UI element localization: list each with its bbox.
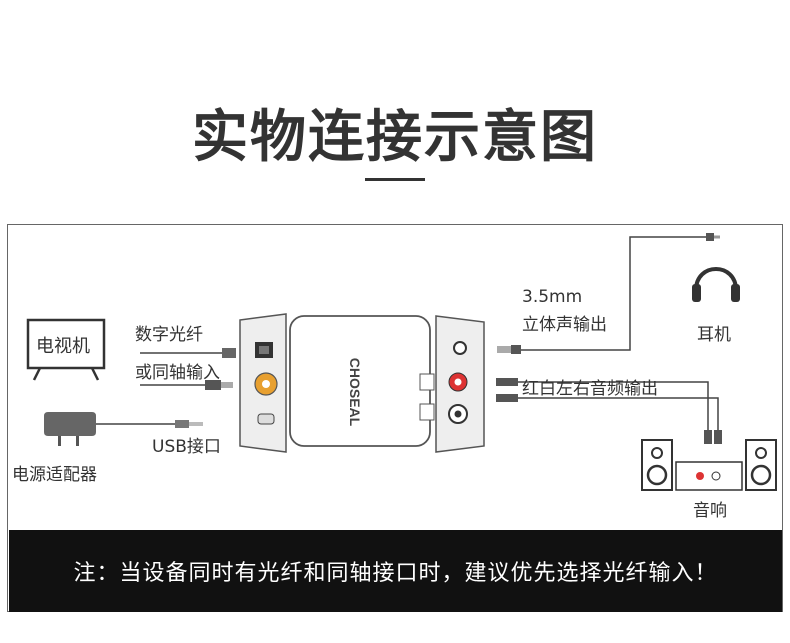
converter-device: CHOSEAL <box>289 315 431 447</box>
power-adapter-icon <box>44 412 203 446</box>
jack-output-label-line2: 立体声输出 <box>522 315 607 335</box>
input-cables <box>140 348 236 390</box>
input-panel <box>239 313 287 453</box>
rca-cables <box>496 378 722 444</box>
title-underline <box>365 178 425 181</box>
optical-input-label: 数字光纤 <box>135 325 203 345</box>
footer-note: 注：当设备同时有光纤和同轴接口时，建议优先选择光纤输入！ <box>9 530 782 612</box>
power-adapter-label: 电源适配器 <box>12 465 97 485</box>
usb-port-label: USB接口 <box>152 437 221 457</box>
speakers-label: 音响 <box>693 501 727 521</box>
headphone-cable <box>497 233 720 354</box>
headphones-label: 耳机 <box>697 325 731 345</box>
output-panel <box>419 315 485 453</box>
rca-output-label: 红白左右音频输出 <box>522 379 658 399</box>
tv-label: 电视机 <box>36 336 90 357</box>
speakers-icon <box>641 439 777 491</box>
headphones-icon <box>692 267 740 302</box>
brand-logo: CHOSEAL <box>347 358 363 427</box>
page-title: 实物连接示意图 <box>192 105 598 170</box>
jack-output-label-line1: 3.5mm <box>522 287 583 307</box>
coaxial-input-label: 或同轴输入 <box>135 363 220 383</box>
tv-icon <box>26 318 106 381</box>
